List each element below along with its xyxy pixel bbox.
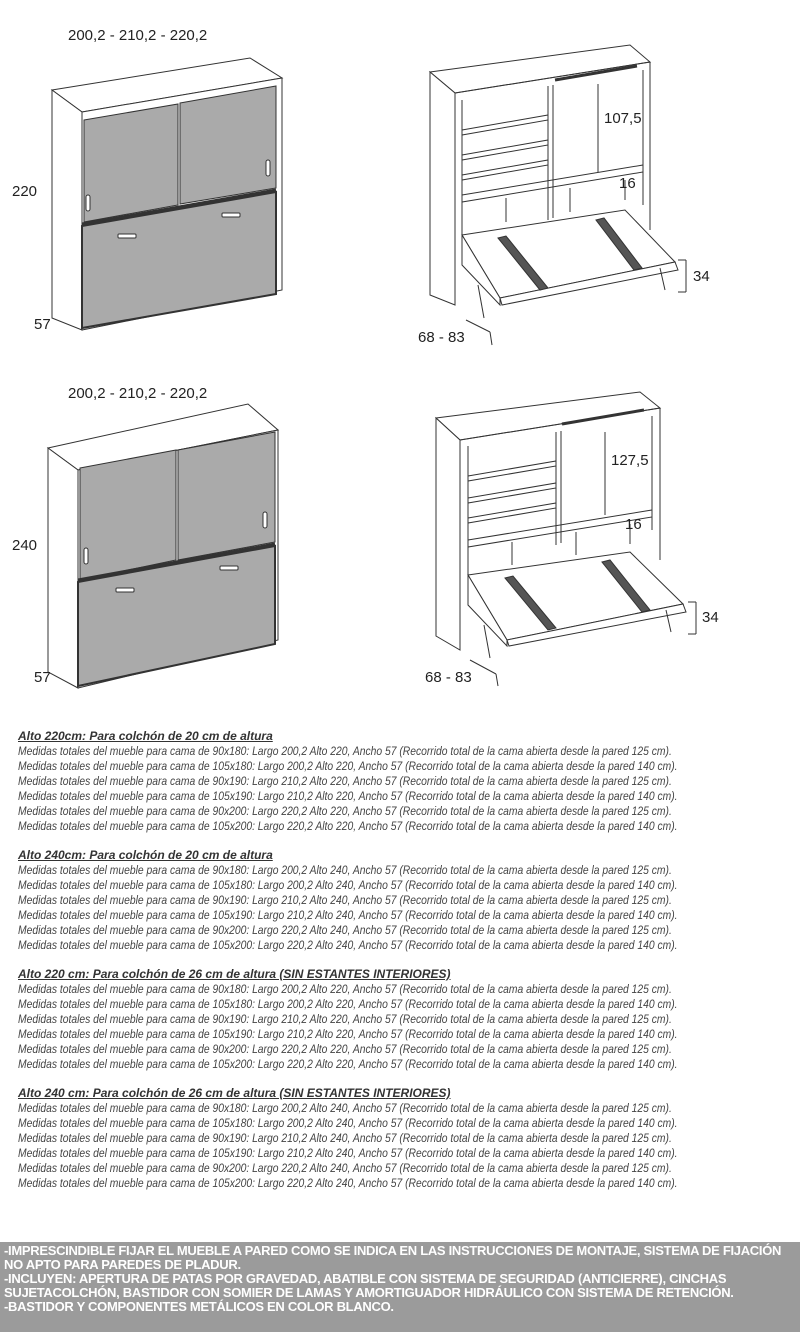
furniture-drawings bbox=[46, 44, 697, 689]
spec-section-title: Alto 240 cm: Para colchón de 26 cm de al… bbox=[18, 1086, 451, 1100]
spec-section-title: Alto 220 cm: Para colchón de 26 cm de al… bbox=[18, 967, 451, 981]
spec-section-title: Alto 220cm: Para colchón de 20 cm de alt… bbox=[18, 729, 273, 743]
spec-line: Medidas totales del mueble para cama de … bbox=[18, 908, 678, 922]
spec-line: Medidas totales del mueble para cama de … bbox=[18, 997, 678, 1011]
closed-cabinet-220 bbox=[50, 57, 284, 331]
spec-line: Medidas totales del mueble para cama de … bbox=[18, 789, 678, 803]
note-wall-fixing: -IMPRESCINDIBLE FIJAR EL MUEBLE A PARED … bbox=[4, 1243, 782, 1272]
spec-section-240-20: Alto 240cm: Para colchón de 20 cm de alt… bbox=[18, 848, 793, 953]
spec-line: Medidas totales del mueble para cama de … bbox=[18, 1057, 678, 1071]
bottom-open-inner-height-label: 127,5 bbox=[611, 452, 649, 469]
note-color: -BASTIDOR Y COMPONENTES METÁLICOS EN COL… bbox=[4, 1299, 394, 1314]
spec-line: Medidas totales del mueble para cama de … bbox=[18, 1161, 672, 1175]
spec-section-240-26: Alto 240 cm: Para colchón de 26 cm de al… bbox=[18, 1086, 793, 1191]
specs-list: Alto 220cm: Para colchón de 20 cm de alt… bbox=[18, 729, 793, 1205]
note-includes: -INCLUYEN: APERTURA DE PATAS POR GRAVEDA… bbox=[4, 1271, 734, 1300]
spec-line: Medidas totales del mueble para cama de … bbox=[18, 878, 678, 892]
top-open-inner-height-label: 107,5 bbox=[604, 110, 642, 127]
spec-line: Medidas totales del mueble para cama de … bbox=[18, 923, 672, 937]
top-open-shelf-label: 16 bbox=[619, 175, 636, 192]
spec-line: Medidas totales del mueble para cama de … bbox=[18, 1131, 672, 1145]
bottom-open-bed-height-label: 34 bbox=[702, 609, 719, 626]
top-front-width-label: 200,2 - 210,2 - 220,2 bbox=[68, 27, 208, 44]
spec-line: Medidas totales del mueble para cama de … bbox=[18, 1101, 672, 1115]
open-cabinet-220 bbox=[428, 44, 687, 346]
bottom-front-height-label: 240 bbox=[12, 537, 38, 554]
top-open-bed-height-label: 34 bbox=[693, 268, 710, 285]
spec-line: Medidas totales del mueble para cama de … bbox=[18, 774, 672, 788]
top-open-legs-label: 68 - 83 bbox=[418, 329, 465, 346]
closed-cabinet-240 bbox=[46, 403, 280, 689]
top-front-depth-label: 57 bbox=[34, 316, 51, 333]
bottom-front-depth-label: 57 bbox=[34, 669, 51, 686]
spec-line: Medidas totales del mueble para cama de … bbox=[18, 744, 672, 758]
spec-line: Medidas totales del mueble para cama de … bbox=[18, 804, 672, 818]
spec-line: Medidas totales del mueble para cama de … bbox=[18, 982, 672, 996]
spec-line: Medidas totales del mueble para cama de … bbox=[18, 893, 672, 907]
bottom-open-legs-label: 68 - 83 bbox=[425, 669, 472, 686]
notes-banner: -IMPRESCINDIBLE FIJAR EL MUEBLE A PARED … bbox=[0, 1242, 800, 1332]
spec-line: Medidas totales del mueble para cama de … bbox=[18, 1027, 678, 1041]
bottom-open-shelf-label: 16 bbox=[625, 516, 642, 533]
open-cabinet-240 bbox=[434, 391, 697, 687]
spec-line: Medidas totales del mueble para cama de … bbox=[18, 1042, 672, 1056]
spec-line: Medidas totales del mueble para cama de … bbox=[18, 863, 672, 877]
spec-line: Medidas totales del mueble para cama de … bbox=[18, 819, 678, 833]
spec-section-220-20: Alto 220cm: Para colchón de 20 cm de alt… bbox=[18, 729, 793, 834]
spec-section-220-26: Alto 220 cm: Para colchón de 26 cm de al… bbox=[18, 967, 793, 1072]
top-front-height-label: 220 bbox=[12, 183, 38, 200]
spec-line: Medidas totales del mueble para cama de … bbox=[18, 1012, 672, 1026]
spec-line: Medidas totales del mueble para cama de … bbox=[18, 1146, 678, 1160]
spec-section-title: Alto 240cm: Para colchón de 20 cm de alt… bbox=[18, 848, 273, 862]
spec-line: Medidas totales del mueble para cama de … bbox=[18, 1176, 678, 1190]
spec-line: Medidas totales del mueble para cama de … bbox=[18, 938, 678, 952]
spec-line: Medidas totales del mueble para cama de … bbox=[18, 759, 678, 773]
bottom-front-width-label: 200,2 - 210,2 - 220,2 bbox=[68, 385, 208, 402]
spec-line: Medidas totales del mueble para cama de … bbox=[18, 1116, 678, 1130]
